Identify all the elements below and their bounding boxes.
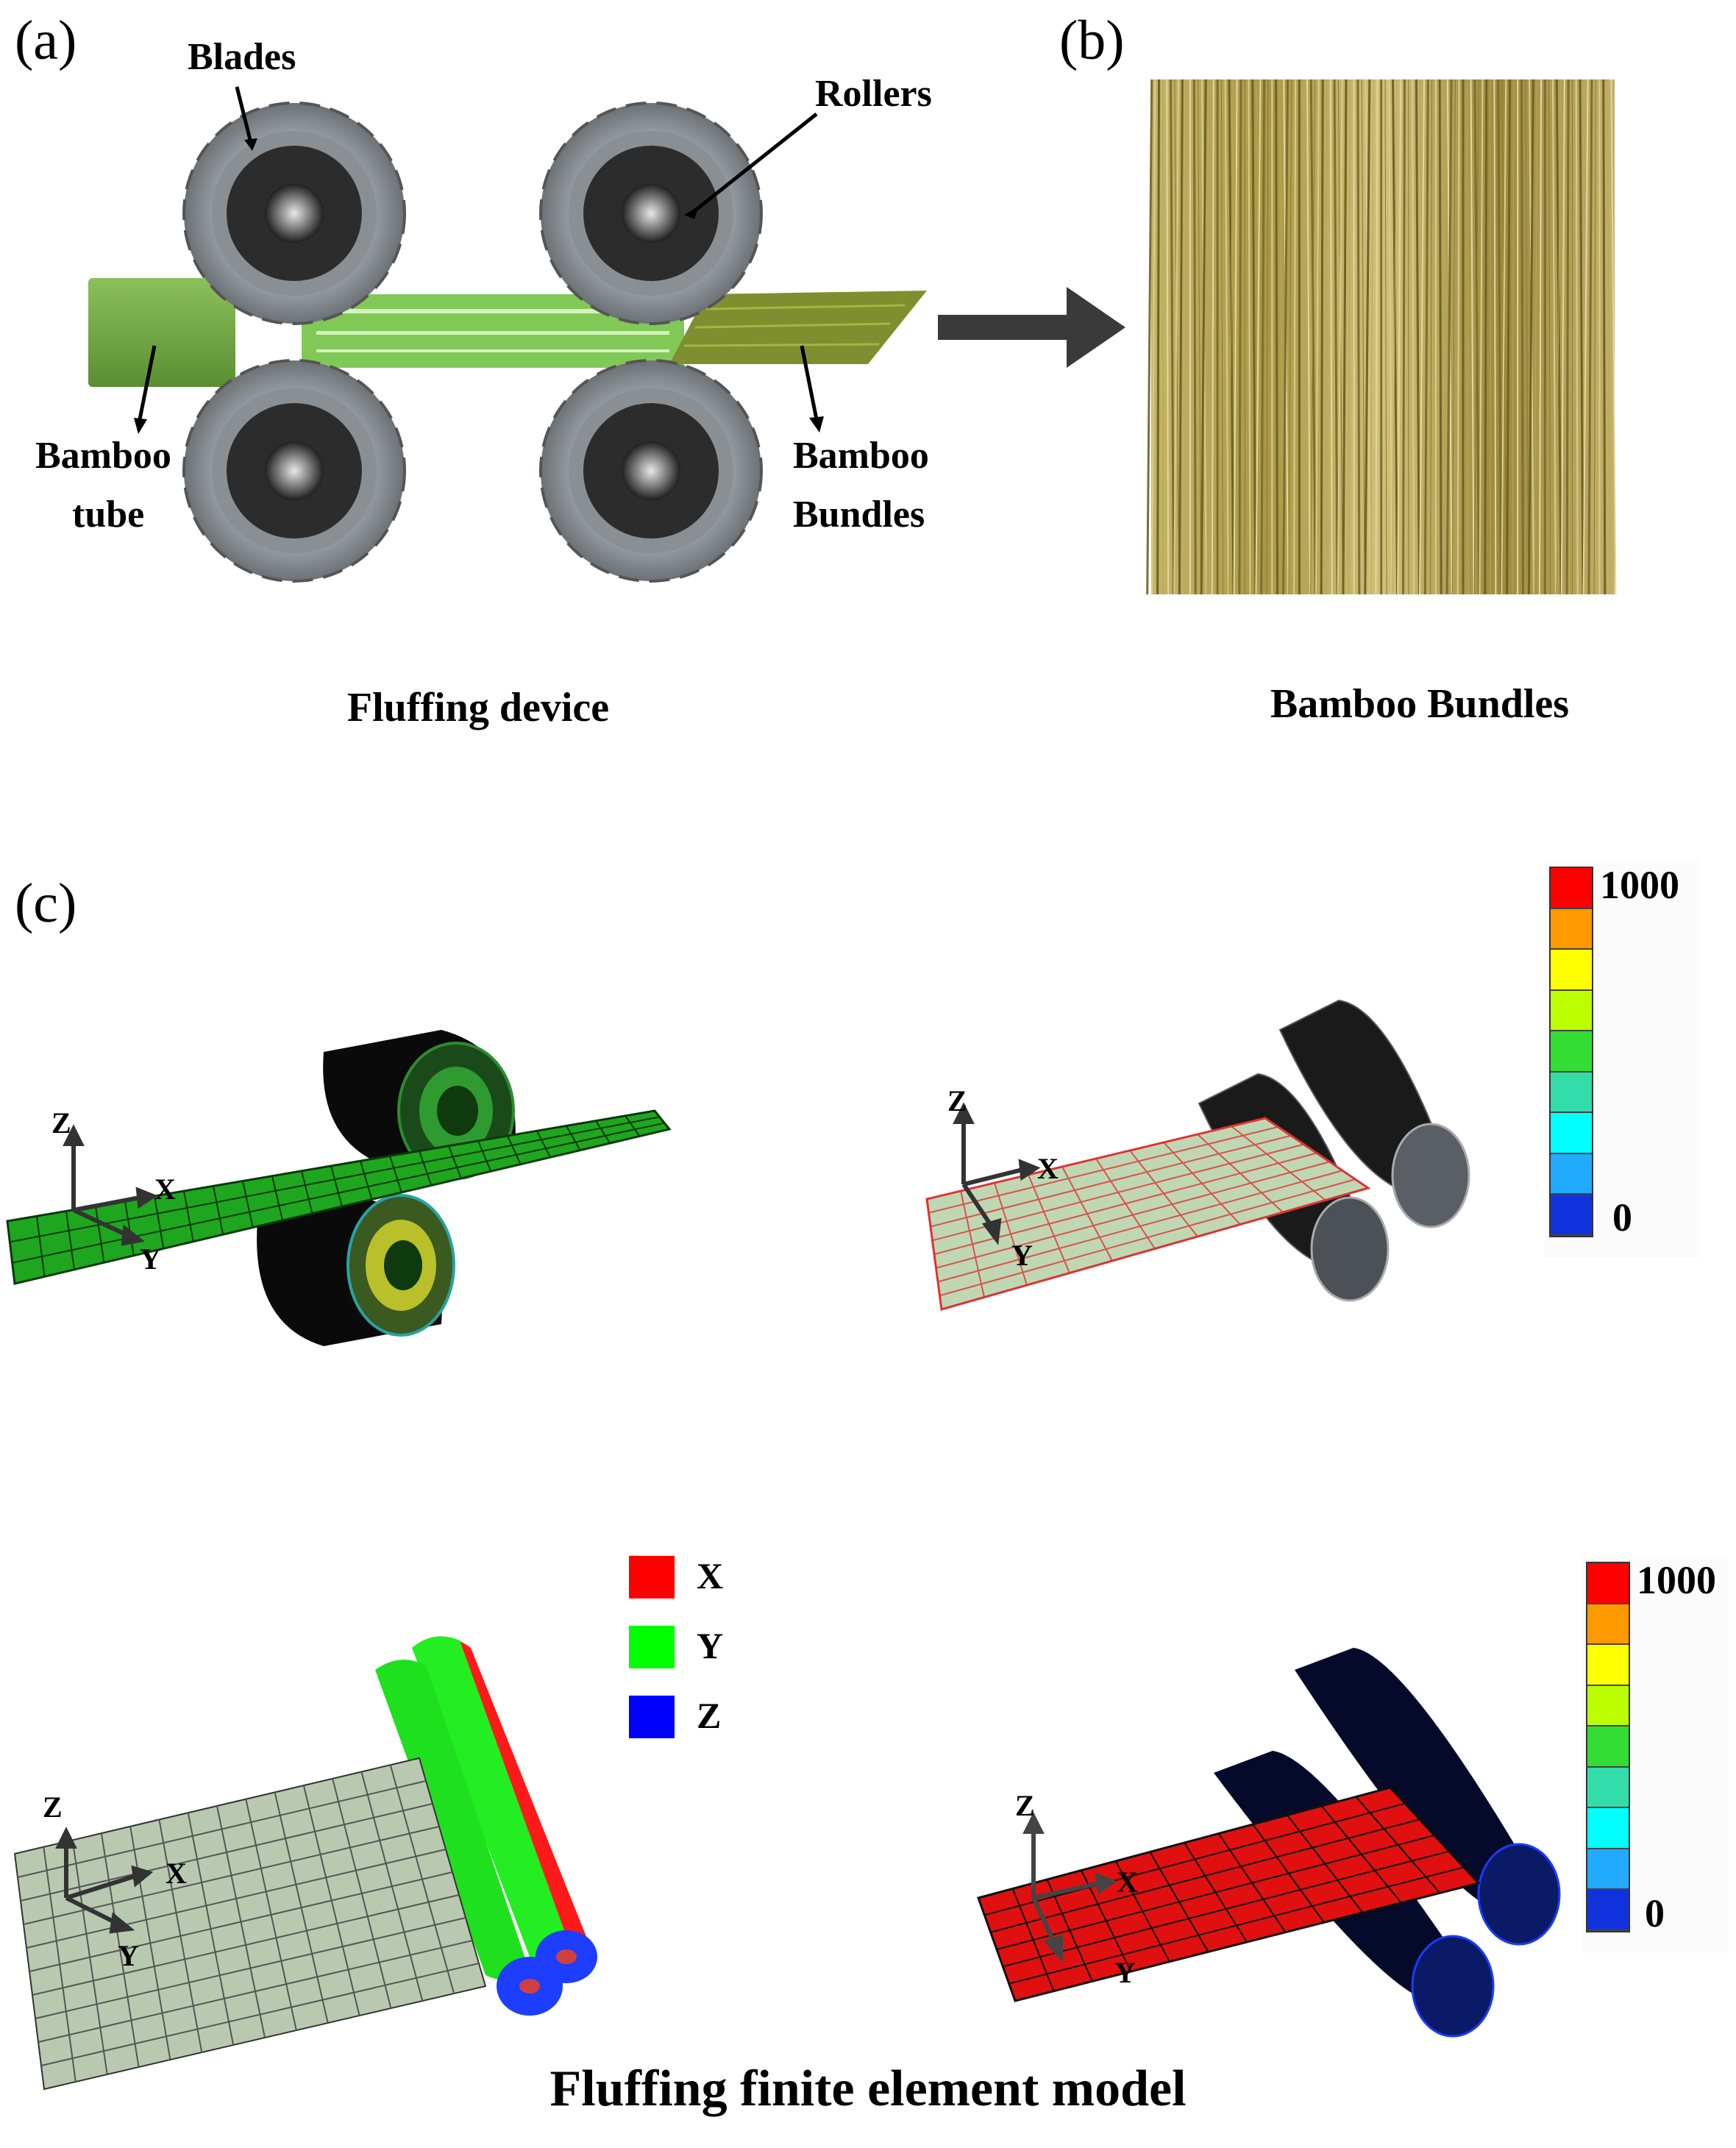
fe-plate-2 bbox=[925, 1117, 1371, 1311]
colorscale-top-bar bbox=[1549, 867, 1593, 1237]
axis-y-label-3: Y bbox=[118, 1939, 139, 1972]
legend-swatch-x bbox=[629, 1556, 675, 1598]
gear-top-right bbox=[539, 102, 763, 325]
blades-pointer bbox=[235, 86, 252, 141]
colorscale-swatch bbox=[1587, 1767, 1629, 1809]
colorscale-swatch bbox=[1551, 1195, 1592, 1236]
axis-triad-3 bbox=[55, 1827, 154, 1934]
legend-swatch-z bbox=[629, 1696, 675, 1738]
colorscale-swatch bbox=[1587, 1604, 1629, 1646]
bamboo-tube-label-line2: tube bbox=[72, 494, 145, 536]
lower-roller bbox=[257, 1194, 455, 1346]
bamboo-tube bbox=[88, 278, 235, 387]
colorscale-swatch bbox=[1551, 1113, 1592, 1154]
colorscale-swatch bbox=[1587, 1645, 1629, 1686]
axis-triad-4 bbox=[1022, 1812, 1117, 1963]
colorscale-swatch bbox=[1551, 908, 1592, 950]
colorscale-swatch bbox=[1587, 1890, 1629, 1931]
axis-z-label-1: Z bbox=[51, 1106, 71, 1139]
scale-top-min: 0 bbox=[1612, 1195, 1632, 1240]
fe-model-bottom-left: Z X Y bbox=[13, 1636, 597, 2091]
legend-label-x: X bbox=[697, 1555, 724, 1596]
fe-model-bottom-right: Z X Y bbox=[977, 1648, 1561, 2038]
colorscale-bottom-bar bbox=[1586, 1562, 1630, 1932]
bamboo-tube-label-line1: Bamboo bbox=[35, 435, 171, 477]
colorscale-swatch bbox=[1587, 1685, 1629, 1727]
axis-y-label-2: Y bbox=[1011, 1239, 1033, 1272]
axis-x-label-1: X bbox=[154, 1173, 176, 1206]
bamboo-bundles-label-line2: Bundles bbox=[793, 494, 925, 536]
colorscale-swatch bbox=[1587, 1849, 1629, 1891]
axis-triad-1 bbox=[63, 1124, 158, 1246]
axis-x-label-3: X bbox=[166, 1857, 187, 1890]
scale-top-max: 1000 bbox=[1600, 863, 1679, 907]
panel-a-label: (a) bbox=[15, 10, 77, 71]
colorscale-bottom bbox=[1582, 1556, 1729, 1953]
colorscale-swatch bbox=[1587, 1808, 1629, 1849]
colorscale-swatch bbox=[1587, 1563, 1629, 1604]
colorscale-swatch bbox=[1551, 1031, 1592, 1073]
legend-swatch-y bbox=[629, 1626, 675, 1668]
axis-z-label-2: Z bbox=[947, 1084, 967, 1117]
green-roller-front bbox=[375, 1660, 563, 2016]
fe-model-top-right: Z X Y bbox=[925, 999, 1470, 1311]
process-arrow bbox=[938, 287, 1125, 368]
dark-roller-back bbox=[1295, 1648, 1561, 1946]
panel-b-label: (b) bbox=[1059, 10, 1125, 71]
gear-bottom-right bbox=[539, 359, 763, 583]
axis-y-label-1: Y bbox=[140, 1242, 161, 1276]
scale-bottom-max: 1000 bbox=[1637, 1558, 1716, 1602]
axis-z-label-4: Z bbox=[1015, 1789, 1035, 1822]
legend-label-y: Y bbox=[697, 1625, 724, 1666]
colorscale-swatch bbox=[1551, 1153, 1592, 1195]
colorscale-swatch bbox=[1551, 950, 1592, 991]
scale-bottom-min: 0 bbox=[1645, 1891, 1665, 1935]
colorscale-swatch bbox=[1551, 1072, 1592, 1114]
axis-y-label-4: Y bbox=[1114, 1956, 1136, 1989]
panel-a-caption: Fluffing device bbox=[346, 685, 610, 730]
upper-roller bbox=[323, 1030, 516, 1180]
colorscale-swatch bbox=[1551, 990, 1592, 1032]
colorscale-top bbox=[1545, 861, 1699, 1258]
gear-top-left bbox=[182, 102, 406, 325]
axis-x-label-4: X bbox=[1117, 1866, 1138, 1899]
panel-b-caption: Bamboo Bundles bbox=[1270, 681, 1570, 727]
colorscale-swatch bbox=[1587, 1726, 1629, 1768]
tube-pointer bbox=[138, 345, 157, 420]
bamboo-bundles-label-line1: Bamboo bbox=[793, 435, 929, 477]
colorscale-swatch bbox=[1551, 868, 1592, 909]
panel-c-caption: Fluffing finite element model bbox=[549, 2060, 1187, 2117]
axis-triad-2 bbox=[953, 1102, 1041, 1245]
legend-label-z: Z bbox=[697, 1695, 722, 1736]
rollers-pointer bbox=[690, 113, 818, 215]
bundles-pointer bbox=[800, 345, 819, 420]
fe-model-top-left: Z X Y bbox=[6, 1030, 672, 1346]
panel-c-label: (c) bbox=[15, 872, 77, 934]
axis-x-label-2: X bbox=[1037, 1152, 1059, 1185]
roller-back bbox=[1278, 999, 1470, 1228]
gear-bottom-left bbox=[182, 359, 406, 583]
rollers-label: Rollers bbox=[815, 73, 932, 115]
fluffing-device-illustration bbox=[88, 86, 1125, 583]
axis-z-label-3: Z bbox=[43, 1790, 63, 1824]
blades-label: Blades bbox=[188, 36, 296, 78]
bamboo-bundles-photo bbox=[1146, 79, 1617, 595]
